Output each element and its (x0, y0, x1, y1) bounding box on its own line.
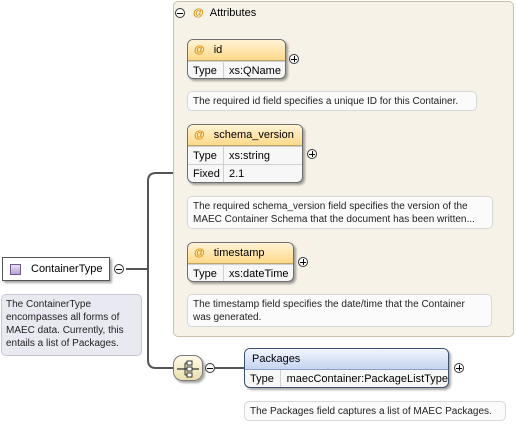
container-type-documentation: The ContainerType encompasses all forms … (1, 294, 142, 356)
attribute-timestamp[interactable]: @ timestamp Type xs:dateTime (187, 242, 294, 282)
container-type-node[interactable]: ContainerType (2, 257, 110, 281)
attribute-name: id (213, 44, 223, 56)
type-value: xs:string (229, 149, 270, 162)
sequence-compositor[interactable] (173, 355, 203, 381)
attribute-name: timestamp (213, 247, 265, 259)
type-label: Type (245, 370, 281, 387)
timestamp-documentation: The timestamp field specifies the date/t… (187, 294, 492, 327)
attribute-icon: @ (193, 7, 204, 19)
attribute-name: schema_version (213, 129, 294, 141)
attributes-header: @ Attributes (175, 5, 256, 21)
type-value: xs:dateTime (229, 267, 289, 280)
attribute-icon: @ (194, 44, 205, 56)
schema-version-documentation: The required schema_version field specif… (187, 196, 493, 229)
fixed-label: Fixed (188, 165, 224, 182)
type-value: maecContainer:PackageListType (286, 373, 448, 385)
packages-documentation: The Packages field captures a list of MA… (244, 401, 506, 421)
expand-schema-version-icon[interactable] (307, 149, 317, 159)
type-label: Type (188, 62, 224, 78)
expand-packages-icon[interactable] (454, 363, 464, 373)
attribute-icon: @ (194, 129, 205, 141)
type-label: Type (188, 265, 224, 281)
fixed-value: 2.1 (229, 167, 245, 180)
expand-timestamp-icon[interactable] (298, 257, 308, 267)
complex-type-icon (10, 263, 21, 275)
id-documentation: The required id field specifies a unique… (187, 91, 477, 111)
collapse-container-type-icon[interactable] (114, 264, 124, 274)
container-type-label: ContainerType (31, 263, 103, 275)
sequence-icon (177, 360, 199, 378)
collapse-attributes-icon[interactable] (175, 8, 185, 18)
packages-element[interactable]: Packages Type maecContainer:PackageListT… (244, 348, 449, 388)
packages-name: Packages (252, 353, 301, 365)
type-value: xs:QName (229, 64, 281, 77)
collapse-sequence-icon[interactable] (205, 363, 215, 373)
type-label: Type (188, 147, 224, 164)
attribute-id[interactable]: @ id Type xs:QName (187, 39, 286, 79)
attributes-label: Attributes (209, 7, 257, 19)
expand-id-icon[interactable] (289, 54, 299, 64)
attribute-schema-version[interactable]: @ schema_version Type xs:string Fixed 2.… (187, 124, 303, 183)
attribute-icon: @ (194, 247, 205, 259)
